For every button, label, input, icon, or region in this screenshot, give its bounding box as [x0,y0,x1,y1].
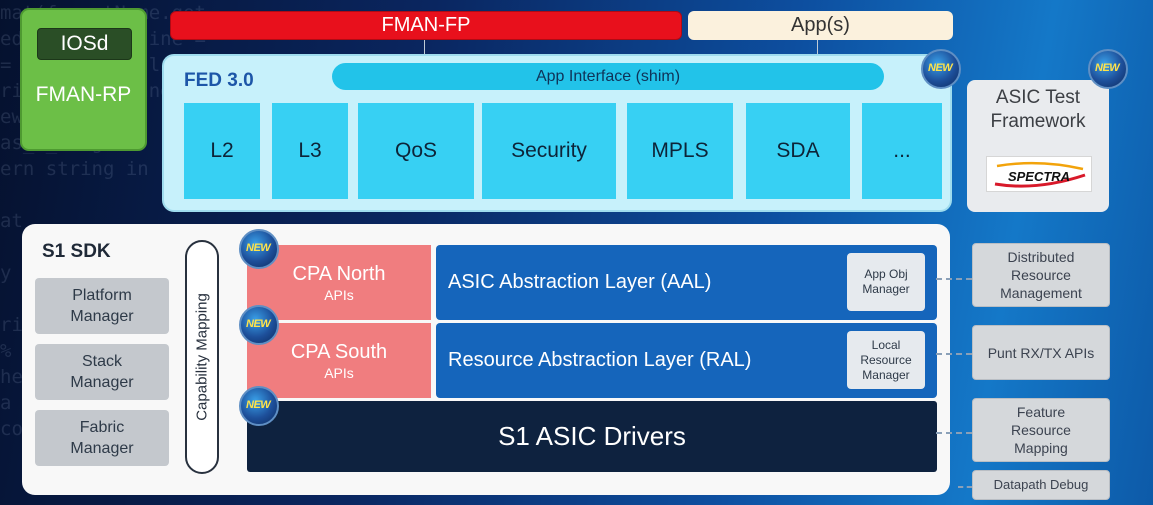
fman-rp-block: IOSd FMAN-RP [20,8,147,151]
iosd-block: IOSd [37,28,132,60]
sdk-title: S1 SDK [42,241,111,262]
datapath-debug: Datapath Debug [972,470,1110,500]
dashed-connector [936,432,972,434]
new-badge-icon: NEW [1088,49,1128,89]
fed-title: FED 3.0 [184,70,254,91]
dashed-connector [958,486,972,488]
dashed-connector [936,278,972,280]
apps-bar: App(s) [688,11,953,40]
svg-text:SPECTRA: SPECTRA [1008,169,1070,184]
dashed-connector [936,353,972,355]
capability-mapping-label: Capability Mapping [193,293,211,421]
capability-mapping: Capability Mapping [185,240,219,474]
asic-test-framework-title: ASIC Test Framework [990,87,1086,132]
punt-rx-tx-apis: Punt RX/TX APIs [972,325,1110,380]
new-badge-icon: NEW [239,386,279,426]
fed-block-more: ... [862,103,942,199]
fed-block: FED 3.0 App Interface (shim) L2 L3 QoS S… [162,54,952,212]
new-badge-icon: NEW [921,49,961,89]
asic-test-framework-block: ASIC Test Framework SPECTRA [967,80,1109,212]
fman-rp-label: FMAN-RP [35,83,132,106]
fed-block-security: Security [482,103,616,199]
fed-block-qos: QoS [358,103,474,199]
app-interface-shim: App Interface (shim) [332,63,884,90]
new-badge-icon: NEW [239,229,279,269]
new-badge-icon: NEW [239,305,279,345]
fman-fp-bar: FMAN-FP [170,11,682,40]
connector-line [424,40,425,55]
aal-label: ASIC Abstraction Layer (AAL) [448,271,712,293]
fed-block-mpls: MPLS [627,103,733,199]
fed-block-l2: L2 [184,103,260,199]
fed-block-l3: L3 [272,103,348,199]
ral-label: Resource Abstraction Layer (RAL) [448,349,752,371]
spectra-logo: SPECTRA [986,156,1092,192]
fed-block-sda: SDA [746,103,850,199]
connector-line [817,40,818,55]
s1-asic-drivers: S1 ASIC Drivers [247,401,937,472]
